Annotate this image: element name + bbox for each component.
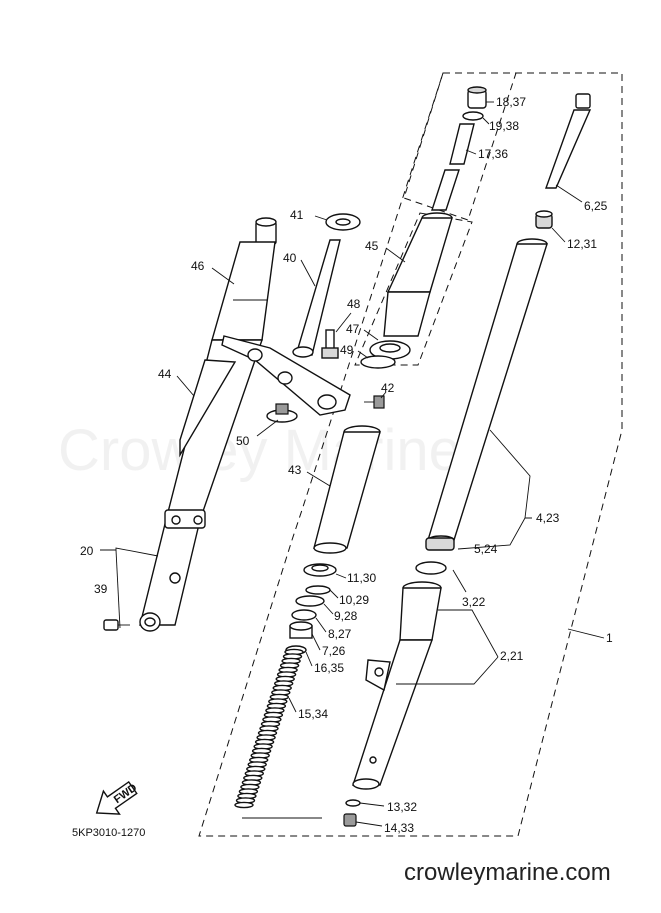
callout-45: 45 [365,239,379,253]
ring-nut-47[interactable] [369,340,411,360]
inner-tube-4-23[interactable] [427,238,548,545]
callout-11-30: 11,30 [347,571,376,585]
gasket-13-32[interactable] [345,799,361,807]
spacer-17-36[interactable] [431,123,475,211]
callout-9-28: 9,28 [334,609,358,623]
callout-19-38: 19,38 [489,119,519,133]
cover-45[interactable] [383,212,453,337]
callout-49: 49 [340,343,354,357]
callout-12-31: 12,31 [567,237,597,251]
callout-20: 20 [80,544,94,558]
callout-3-22: 3,22 [462,595,486,609]
watermark-text: Crowley Marine [58,418,461,483]
spring-coil [234,801,254,809]
bolt-14-33[interactable] [343,813,357,827]
callout-10-29: 10,29 [339,593,369,607]
outer-tube-44[interactable] [139,339,263,632]
callout-16-35: 16,35 [314,661,344,675]
bushing-7-26[interactable] [289,621,313,639]
sub-assembly-outline-cover [354,212,473,366]
callout-14-33: 14,33 [384,821,414,835]
callout-43: 43 [288,463,302,477]
o-ring-19-38[interactable] [462,111,484,121]
callout-15-34: 15,34 [298,707,328,721]
website-text: crowleymarine.com [404,859,611,886]
fwd-label: FWD [112,782,139,806]
oil-seal-9-28[interactable] [295,595,325,607]
callout-13-32: 13,32 [387,800,417,814]
callout-42: 42 [381,381,395,395]
damper-rod-6-25[interactable] [545,93,592,189]
outer-tube-46[interactable] [211,217,277,341]
clip-10-29[interactable] [305,585,331,595]
cable-guide-50[interactable] [266,403,298,423]
callout-46: 46 [191,259,205,273]
bolt-42[interactable] [364,395,385,409]
assembly-outline-1 [198,72,623,837]
callout-17-36: 17,36 [478,147,508,161]
callout-18-37: 18,37 [496,95,526,109]
callout-4-23: 4,23 [536,511,560,525]
callout-47: 47 [346,322,360,336]
bolt-39[interactable] [103,619,130,631]
fwd-arrow-icon: FWD [95,780,139,815]
callout-5-24: 5,24 [474,542,498,556]
callout-1: 1 [606,631,613,645]
washer-49[interactable] [360,355,396,369]
bearing-41[interactable] [325,213,361,231]
outer-tube-2-21[interactable] [352,561,447,790]
callout-39: 39 [94,582,108,596]
callout-6-25: 6,25 [584,199,608,213]
piston-ring-12-31[interactable] [535,210,553,229]
callout-50: 50 [236,434,250,448]
callout-8-27: 8,27 [328,627,352,641]
cap-bolt-18-37[interactable] [467,86,487,109]
callout-48: 48 [347,297,361,311]
diagram-code: 5KP3010-1270 [72,827,145,839]
bolt-48[interactable] [321,329,339,359]
fork-spring-15-34[interactable] [234,648,304,809]
callout-labels: 18,37 19,38 17,36 6,25 12,31 41 46 40 45… [80,95,613,835]
sub-assembly-outline-cap [403,72,517,221]
washer-8-27[interactable] [291,609,317,621]
leader-lines [100,101,605,827]
cover-43[interactable] [313,425,381,554]
callout-2-21: 2,21 [500,649,524,663]
under-bracket-40[interactable] [221,239,351,416]
callout-44: 44 [158,367,172,381]
bushing-5-24[interactable] [425,537,455,551]
callout-7-26: 7,26 [322,644,346,658]
callout-40: 40 [283,251,297,265]
dust-seal-11-30[interactable] [303,563,337,577]
callout-41: 41 [290,208,304,222]
